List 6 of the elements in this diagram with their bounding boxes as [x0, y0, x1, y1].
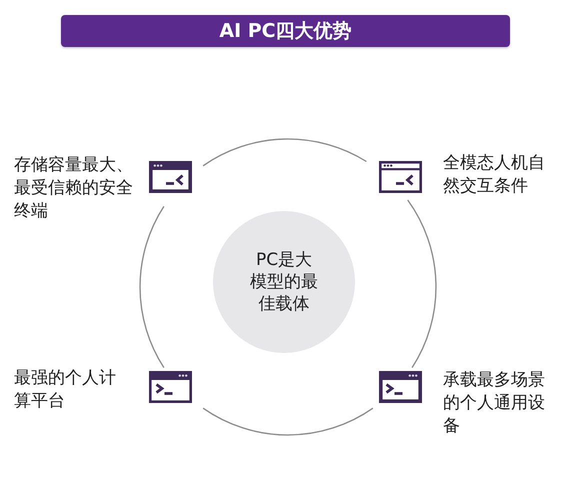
title-banner: AI PC四大优势 [61, 15, 510, 47]
feature-text: 最强的个人计算平台 [14, 367, 117, 413]
feature-text: 承载最多场景的个人通用设备 [443, 369, 546, 438]
feature-text: 存储容量最大、最受信赖的安全终端 [14, 154, 134, 223]
disc-text: PC是大模型的最佳载体 [249, 249, 319, 315]
feature-text: 全模态人机自然交互条件 [443, 152, 546, 198]
